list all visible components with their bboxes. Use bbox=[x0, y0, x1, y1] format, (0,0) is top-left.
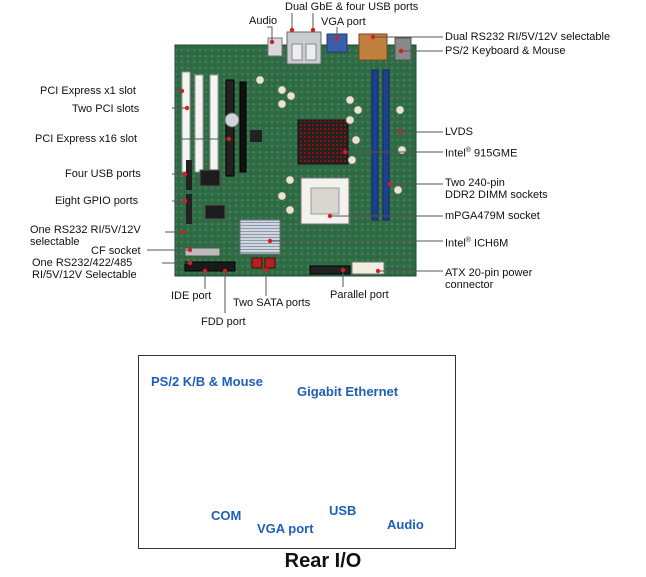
label-intel-915gme-reg: ® bbox=[465, 147, 471, 154]
pci-slot-1 bbox=[194, 74, 204, 173]
audio-jack bbox=[267, 37, 283, 57]
dimm-socket-1 bbox=[371, 69, 379, 221]
rear-label-audio: Audio bbox=[387, 517, 424, 532]
label-dual-rs232: Dual RS232 RI/5V/12V selectable bbox=[445, 31, 611, 43]
label-intel-ich6m-model: ICH6M bbox=[470, 237, 509, 250]
rear-io-frame bbox=[138, 355, 456, 549]
label-rs232-selectable: One RS232 RI/5V/12V selectable bbox=[30, 224, 141, 248]
callout-dots bbox=[179, 27, 404, 274]
pcie-x1-slot bbox=[181, 71, 191, 173]
label-intel-ich6m-brand: Intel bbox=[445, 237, 466, 250]
rear-label-com: COM bbox=[211, 508, 242, 523]
label-atx-power: ATX 20-pin power connector bbox=[445, 267, 532, 291]
intel-915gme-heatsink bbox=[297, 119, 349, 165]
label-dimm-line1: Two 240-pin bbox=[445, 177, 505, 189]
ps2-connector bbox=[394, 37, 412, 61]
label-lvds: LVDS bbox=[445, 126, 473, 138]
label-fdd: FDD port bbox=[201, 316, 246, 328]
motherboard bbox=[174, 31, 417, 277]
label-sata: Two SATA ports bbox=[233, 297, 311, 309]
label-dimm-line2: DDR2 DIMM sockets bbox=[445, 189, 548, 201]
label-two-pci: Two PCI slots bbox=[72, 103, 140, 115]
intel-ich6m-heatsink bbox=[239, 219, 281, 255]
label-mpga479m: mPGA479M socket bbox=[445, 210, 540, 222]
label-intel-915gme: Intel® 915GME bbox=[445, 145, 517, 160]
rear-label-gbe: Gigabit Ethernet bbox=[297, 384, 399, 399]
label-parallel: Parallel port bbox=[330, 289, 389, 301]
label-gpio: Eight GPIO ports bbox=[55, 195, 139, 207]
label-ps2: PS/2 Keyboard & Mouse bbox=[445, 45, 566, 57]
label-pcie-x16: PCI Express x16 slot bbox=[35, 133, 138, 145]
label-atx-line2: connector bbox=[445, 279, 494, 291]
label-rs485-line1: One RS232/422/485 bbox=[32, 257, 133, 269]
label-dimm: Two 240-pin DDR2 DIMM sockets bbox=[445, 177, 548, 201]
cf-socket bbox=[184, 247, 221, 257]
label-vga-port: VGA port bbox=[321, 16, 366, 28]
label-intel-ich6m: Intel® ICH6M bbox=[445, 235, 508, 250]
rear-label-vga: VGA port bbox=[257, 521, 314, 536]
pci-slot-2 bbox=[209, 74, 219, 173]
label-intel-915gme-model: 915GME bbox=[470, 147, 518, 160]
label-atx-line1: ATX 20-pin power bbox=[445, 267, 533, 279]
label-audio: Audio bbox=[249, 15, 278, 27]
pcie-x16-slot bbox=[225, 79, 235, 177]
callout-lines bbox=[147, 13, 443, 313]
label-four-usb: Four USB ports bbox=[65, 168, 141, 180]
label-cf-socket: CF socket bbox=[91, 245, 141, 257]
label-rs485-line2: RI/5V/12V Selectable bbox=[32, 269, 137, 281]
label-dual-gbe-usb: Dual GbE & four USB ports bbox=[285, 1, 419, 13]
label-rs485: One RS232/422/485 RI/5V/12V Selectable bbox=[32, 257, 137, 281]
ide-connector bbox=[184, 261, 236, 272]
label-pcie-x1: PCI Express x1 slot bbox=[40, 85, 136, 97]
label-rs232-line2: selectable bbox=[30, 236, 80, 248]
rear-io-caption: Rear I/O bbox=[284, 550, 362, 572]
label-intel-915gme-brand: Intel bbox=[445, 147, 466, 160]
label-intel-ich6m-reg: ® bbox=[465, 237, 471, 244]
label-rs232-line1: One RS232 RI/5V/12V bbox=[30, 224, 141, 236]
label-ide-port: IDE port bbox=[171, 290, 212, 302]
rear-label-ps2: PS/2 K/B & Mouse bbox=[151, 374, 263, 389]
rear-label-usb: USB bbox=[329, 503, 357, 518]
parallel-connector bbox=[309, 265, 351, 275]
dimm-socket-2 bbox=[382, 69, 390, 221]
